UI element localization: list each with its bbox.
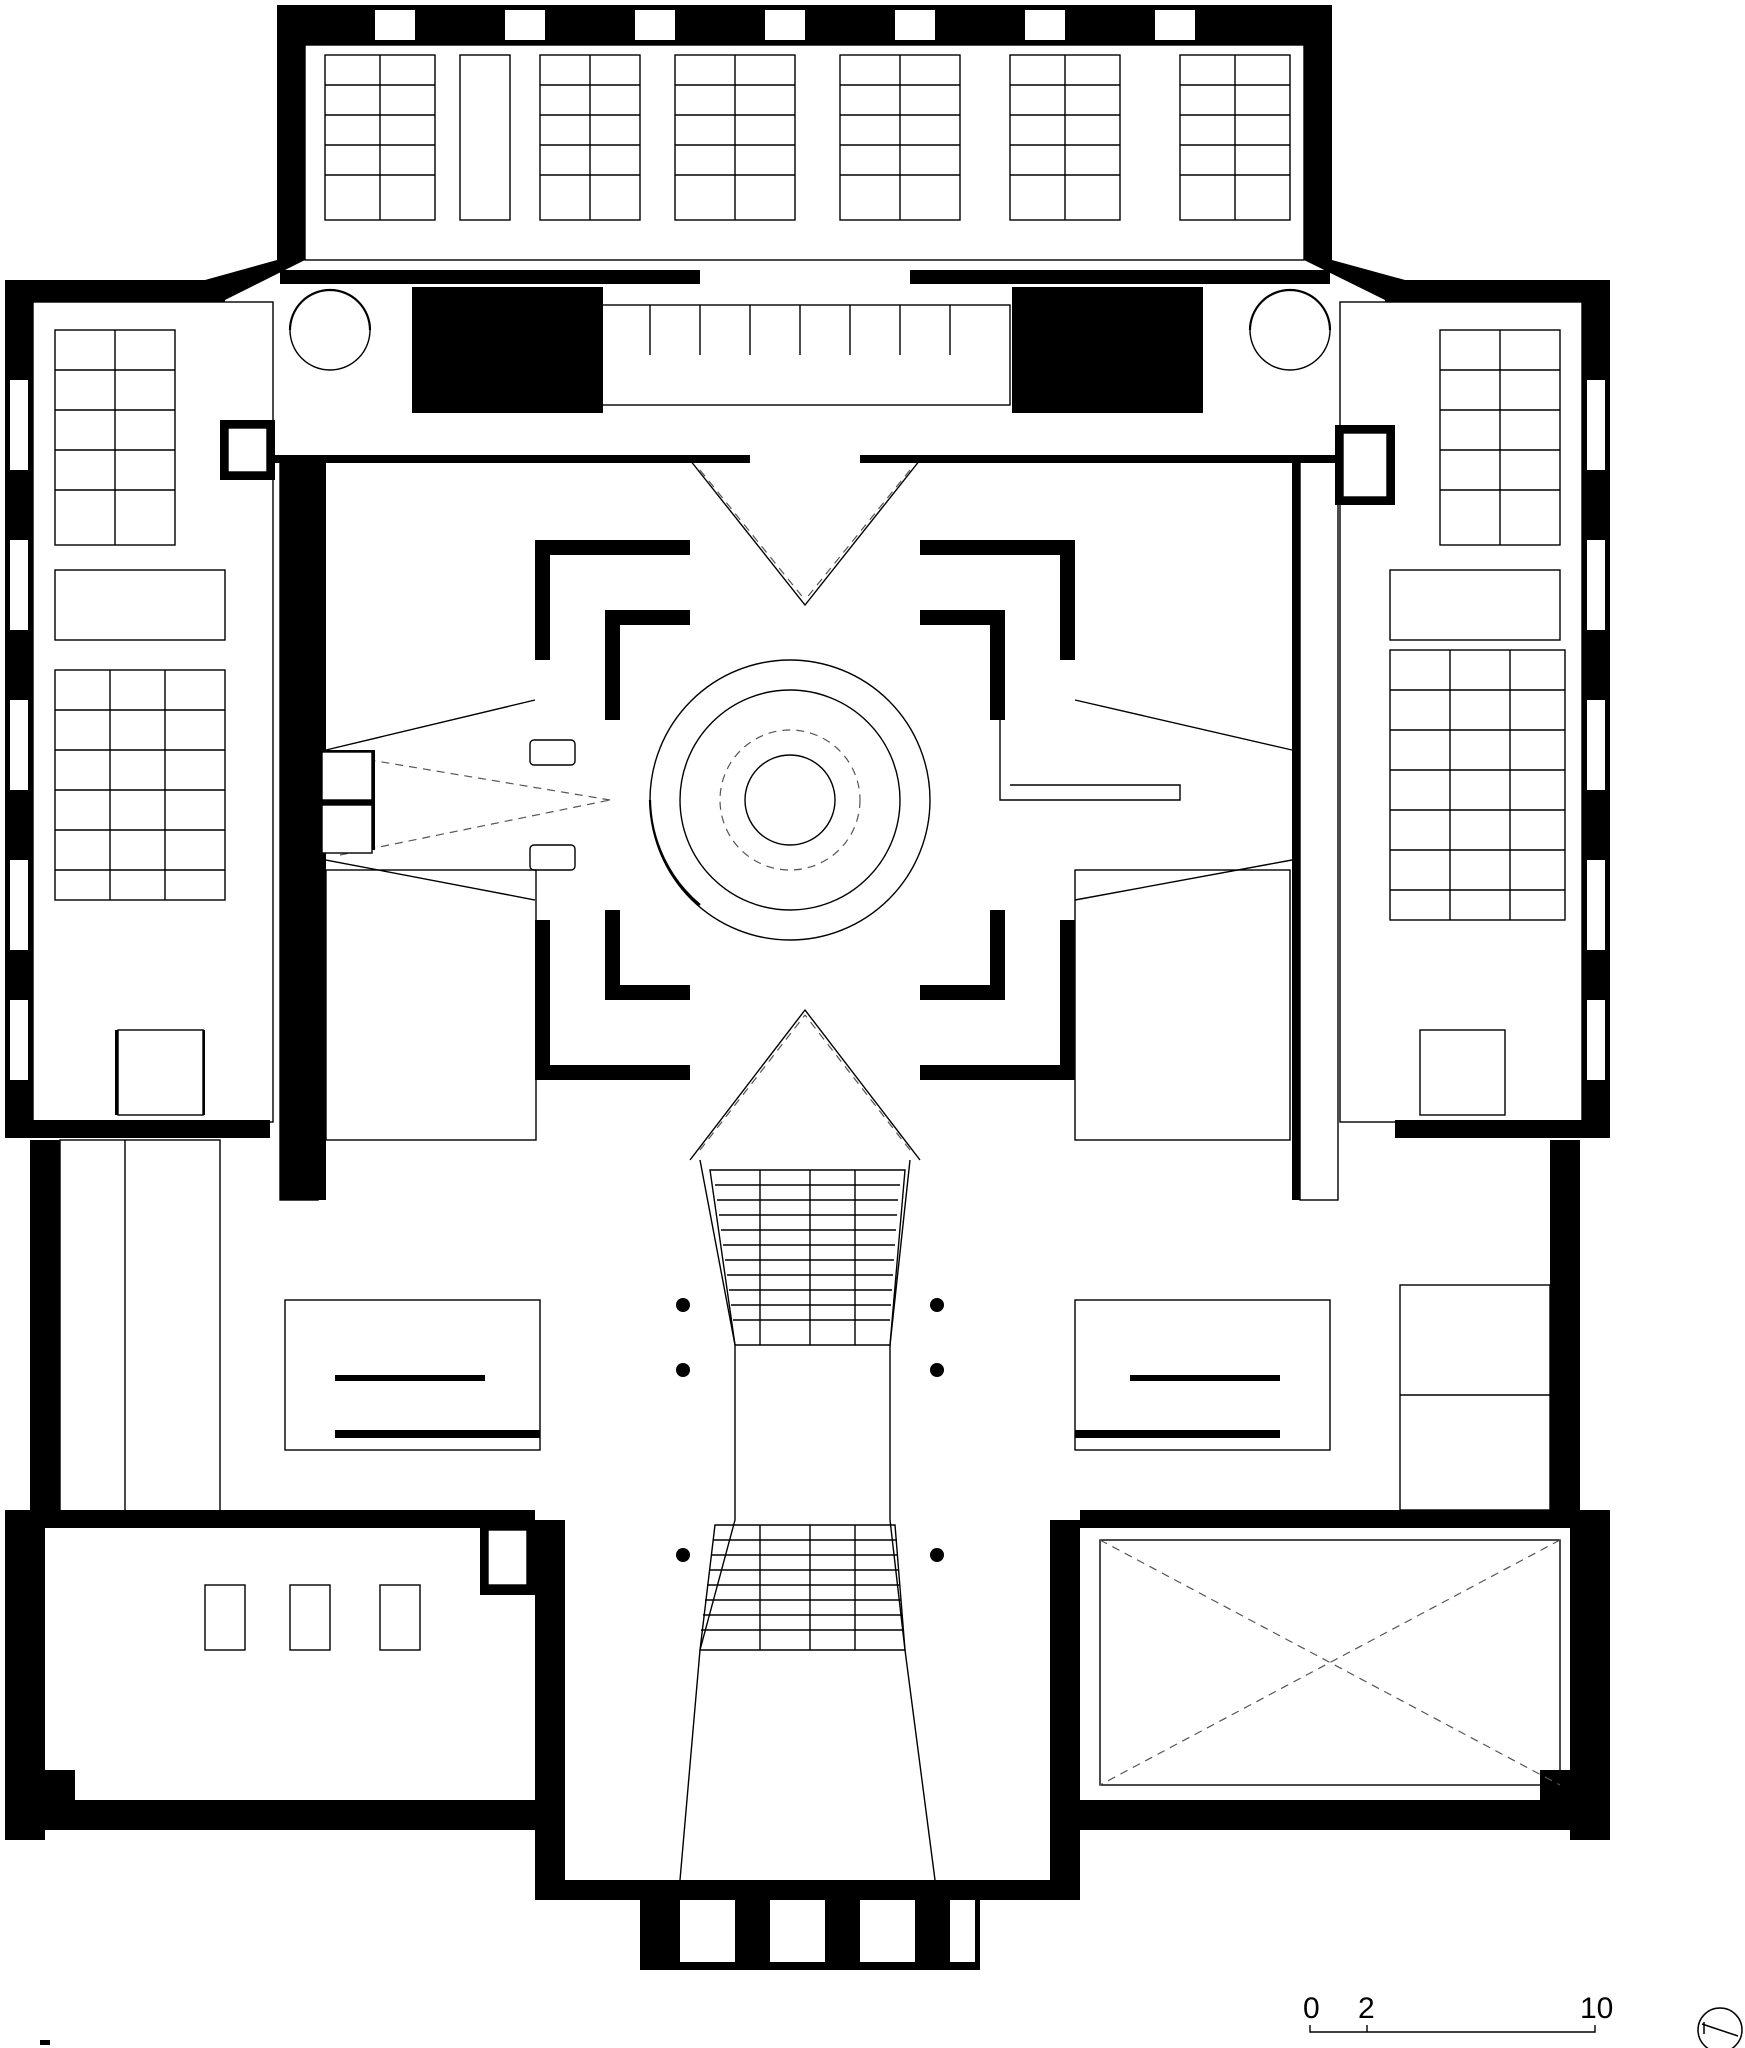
scale-tick-0: 0	[1303, 1992, 1320, 2025]
scale-tick-2: 2	[1358, 1992, 1375, 2025]
central-hall	[275, 455, 1339, 1201]
main-staircase	[676, 1159, 944, 1881]
scale-bar: 0 2 10	[1303, 1992, 1613, 2033]
lower-stair-cores	[59, 1139, 1561, 1786]
left-wing	[32, 301, 275, 1123]
scale-tick-10: 10	[1580, 1992, 1613, 2025]
outer-walls	[5, 5, 1610, 2045]
right-wing	[1335, 301, 1583, 1123]
service-band	[280, 270, 1332, 413]
top-seating	[304, 44, 1305, 261]
north-arrow-icon	[1697, 2007, 1743, 2048]
